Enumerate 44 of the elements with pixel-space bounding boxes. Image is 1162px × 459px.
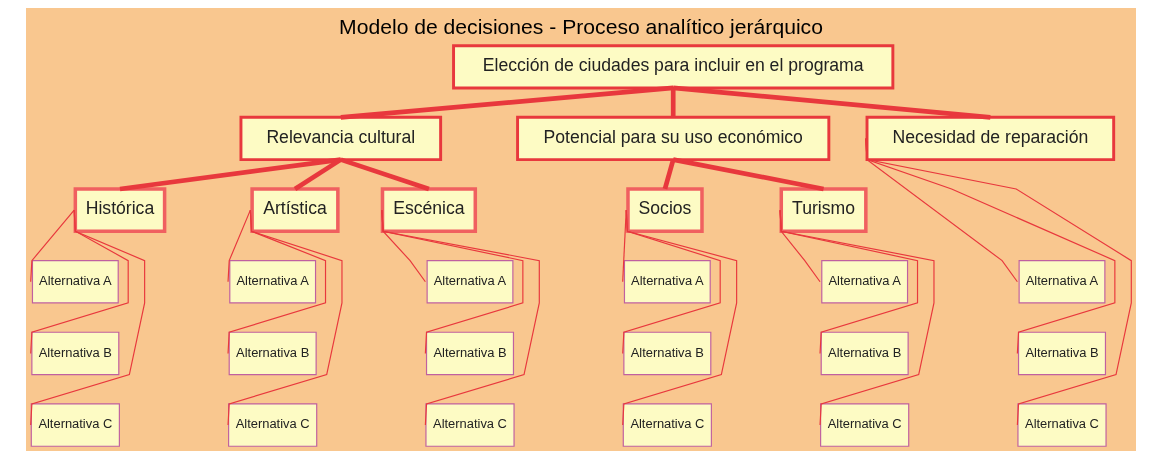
node-box: Alternativa B: [31, 331, 120, 376]
node-box: Alternativa A: [821, 260, 909, 304]
connector: [30, 209, 129, 354]
node-box: Alternativa C: [228, 403, 318, 447]
node-box: Alternativa B: [623, 331, 712, 376]
node-box: Alternativa A: [229, 260, 317, 304]
node-box: Socios: [626, 187, 704, 233]
node-box: Alternativa A: [426, 260, 514, 304]
connector: [227, 209, 327, 354]
connector: [662, 158, 676, 190]
diagram-title: Modelo de decisiones - Proceso analítico jerárquico: [339, 15, 823, 39]
node-box: Alternativa B: [425, 331, 515, 376]
node-box: Turismo: [779, 187, 868, 233]
node-box: Escénica: [380, 187, 478, 233]
connector: [622, 209, 627, 283]
node-box: Artística: [250, 187, 340, 233]
connector: [119, 157, 342, 192]
node-box: Alternativa B: [820, 331, 909, 376]
connector: [673, 85, 991, 120]
node-box: Alternativa C: [820, 403, 910, 447]
node-box: Relevancia cultural: [239, 115, 443, 162]
node-box: Alternativa C: [425, 403, 515, 447]
node-box: Alternativa C: [1017, 403, 1107, 447]
node-box: Alternativa B: [1017, 331, 1107, 376]
connector: [227, 209, 251, 283]
connector: [30, 209, 75, 283]
node-box: Elección de ciudades para incluir en el programa: [452, 44, 895, 90]
connector: [340, 157, 430, 192]
connector: [779, 209, 935, 426]
node-box: Potencial para su uso económico: [516, 115, 831, 162]
node-box: Alternativa C: [30, 403, 120, 447]
node-box: Alternativa C: [622, 403, 712, 447]
connector: [670, 87, 676, 118]
connector: [865, 137, 1132, 426]
connector: [622, 209, 721, 354]
connector: [293, 157, 343, 191]
connector: [672, 157, 824, 192]
node-box: Necesidad de reparación: [865, 115, 1116, 162]
node-box: Alternativa B: [228, 331, 317, 376]
node-box: Alternativa A: [31, 260, 119, 304]
connector: [340, 85, 674, 120]
node-box: Histórica: [73, 187, 167, 233]
node-box: Alternativa A: [1018, 260, 1106, 304]
node-box: Alternativa A: [623, 260, 711, 304]
